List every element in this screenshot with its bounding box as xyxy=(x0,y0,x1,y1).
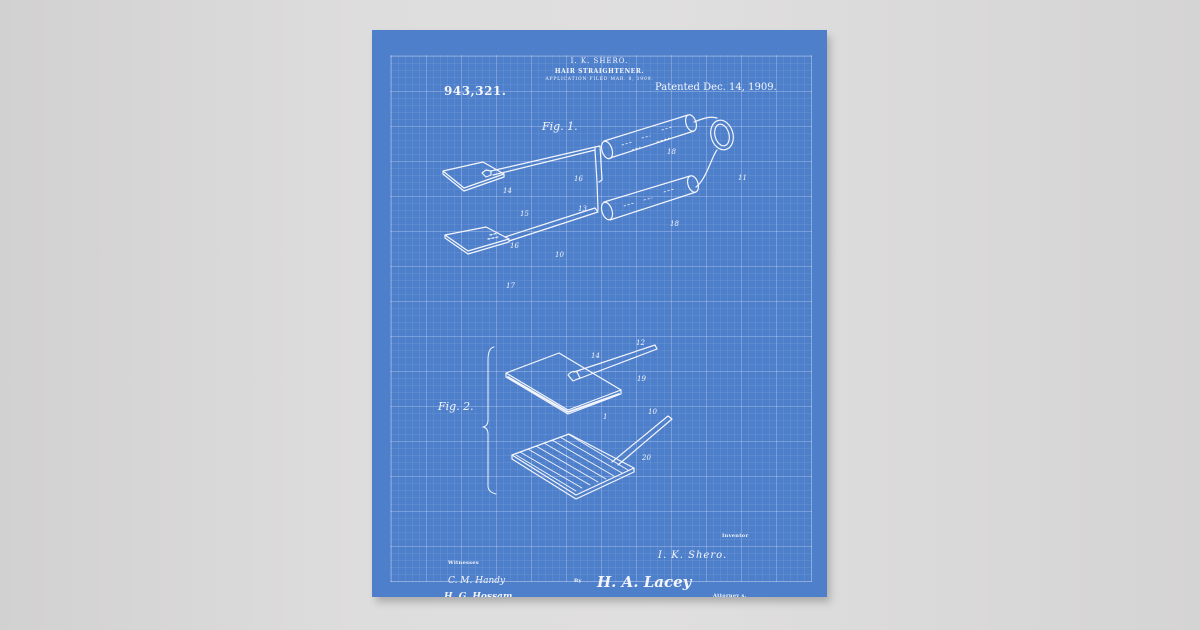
ref-11: 11 xyxy=(738,174,747,182)
by-label: By xyxy=(574,578,582,584)
ref-15: 15 xyxy=(520,210,529,218)
ref-14-fig2: 14 xyxy=(591,352,600,360)
witness-2-signature: H. G. Hossam xyxy=(444,592,513,597)
fig1-drawing xyxy=(442,114,734,255)
attorney-label: Attorney s. xyxy=(713,593,747,597)
patent-drawing xyxy=(442,114,734,500)
patent-number: 943,321. xyxy=(444,84,507,98)
header-filed: APPLICATION FILED MAR. 8, 1909. xyxy=(545,77,654,82)
ref-16: 16 xyxy=(510,242,519,250)
ref-16-arm: 16 xyxy=(574,175,583,183)
ref-10-fig2: 10 xyxy=(648,408,657,416)
patent-date: Patented Dec. 14, 1909. xyxy=(655,82,777,93)
fig2-lower-plate xyxy=(511,415,673,500)
ref-17: 17 xyxy=(506,282,515,290)
header-inventor: I. K. SHERO. xyxy=(570,57,629,65)
inventor-label: Inventor xyxy=(722,533,749,539)
fig2-upper-plate xyxy=(505,344,658,415)
ref-1: 1 xyxy=(603,413,608,421)
ref-19: 19 xyxy=(637,375,646,383)
inventor-signature: I. K. Shero. xyxy=(658,550,728,561)
ref-14: 14 xyxy=(503,187,512,195)
ref-10: 10 xyxy=(555,251,564,259)
blueprint-grid xyxy=(390,55,812,582)
ref-13: 13 xyxy=(578,205,587,213)
ref-18-bottom: 18 xyxy=(670,220,679,228)
witness-1-signature: C. M. Handy xyxy=(448,576,506,586)
ref-20: 20 xyxy=(642,454,651,462)
fig2-label: Fig. 2. xyxy=(438,400,474,413)
patent-poster: I. K. SHERO. HAIR STRAIGHTENER. APPLICAT… xyxy=(372,30,827,597)
attorney-signature: H. A. Lacey xyxy=(597,573,692,591)
fig1-label: Fig. 1. xyxy=(542,120,578,133)
witnesses-label: Witnesses xyxy=(448,560,479,566)
ref-12: 12 xyxy=(636,339,645,347)
header-title: HAIR STRAIGHTENER. xyxy=(554,68,645,75)
ref-18-top: 18 xyxy=(667,148,676,156)
